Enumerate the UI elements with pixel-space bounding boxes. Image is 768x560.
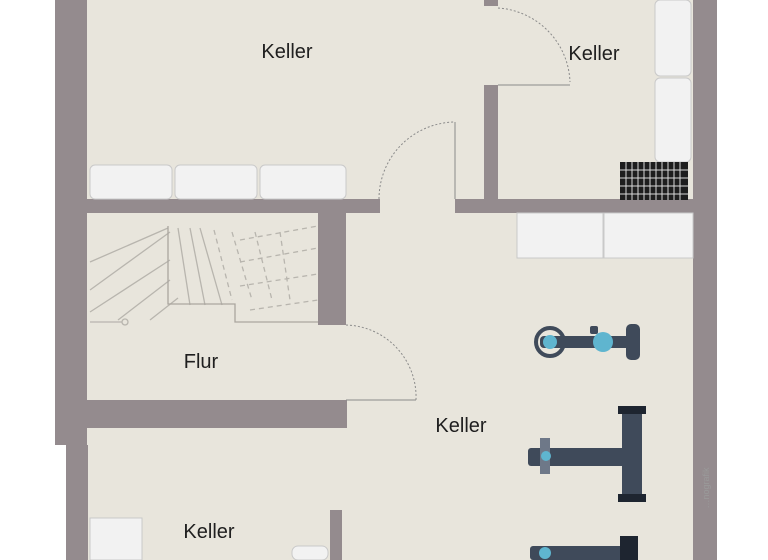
- sink-bottom: [291, 545, 329, 560]
- shelf-top-left-2: [174, 164, 258, 200]
- door-arc-upper-center: [378, 121, 456, 200]
- rowing-machine: [530, 536, 638, 560]
- wall-v-right-room-lower: [484, 85, 498, 213]
- doors: [345, 7, 571, 401]
- door-arc-flur: [345, 324, 417, 401]
- wall-h-flur-bottom: [85, 400, 347, 428]
- room-label-keller-top-right: Keller: [568, 43, 619, 65]
- room-label-keller-top-left: Keller: [261, 41, 312, 63]
- shelf-below-wall-2: [603, 212, 694, 259]
- outer-wall-right: [693, 0, 717, 560]
- staircase: [89, 225, 319, 326]
- outer-walls: [55, 0, 717, 560]
- wall-v-right-room-upper: [484, 0, 498, 6]
- watermark: …nografik: [701, 467, 711, 509]
- room-label-keller-bottom-left: Keller: [183, 521, 234, 543]
- shelf-right-1: [654, 0, 692, 77]
- shelves: [89, 0, 694, 560]
- shelf-top-left-1: [89, 164, 173, 200]
- room-label-keller-main: Keller: [435, 415, 486, 437]
- outer-wall-left-lower: [66, 445, 88, 560]
- wall-v-bottom-room: [330, 510, 342, 560]
- wall-h-upper-left: [85, 199, 380, 213]
- cabinet-bottom-left: [89, 517, 143, 560]
- wall-h-upper-right: [455, 199, 695, 213]
- shelf-below-wall-1: [516, 212, 604, 259]
- floor-area: [84, 0, 696, 560]
- room-label-flur: Flur: [184, 351, 219, 373]
- weight-bench: [528, 406, 646, 502]
- interior-walls: [85, 0, 695, 560]
- wine-rack: [620, 162, 688, 200]
- outer-wall-left: [55, 0, 87, 445]
- wall-v-stair-right: [318, 210, 346, 325]
- exercise-bike: [534, 324, 640, 360]
- door-arc-upper-right: [497, 7, 571, 83]
- shelf-top-left-3: [259, 164, 347, 200]
- shelf-right-2: [654, 77, 692, 163]
